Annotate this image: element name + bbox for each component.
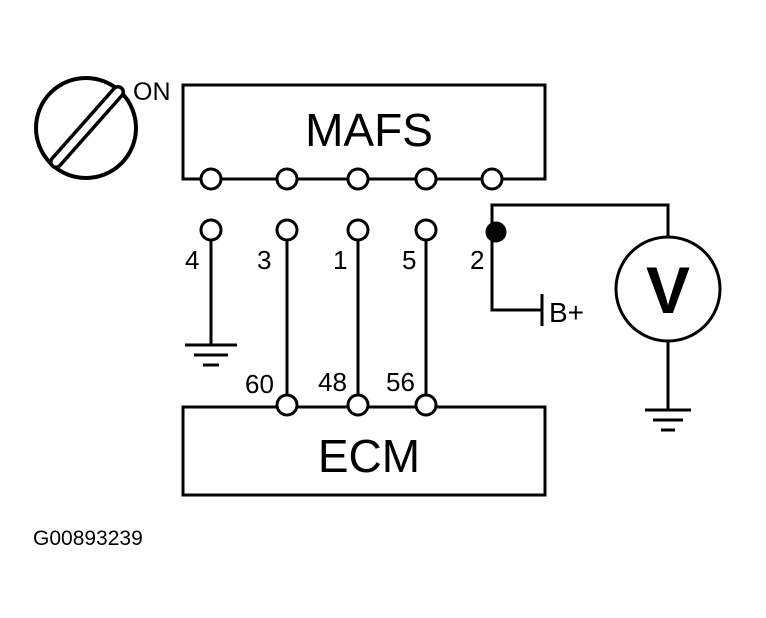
pin-number-5: 5 bbox=[402, 245, 416, 275]
ecm-pin-number-48: 48 bbox=[318, 367, 347, 397]
pin-number-2: 2 bbox=[470, 245, 484, 275]
battery-label: B+ bbox=[549, 297, 584, 328]
ecm-connector-pin-48 bbox=[346, 393, 370, 417]
harness-terminal-1 bbox=[346, 218, 370, 242]
harness-terminal-2-probe bbox=[485, 221, 507, 243]
pin-number-4: 4 bbox=[185, 245, 199, 275]
switch-on-label: ON bbox=[133, 78, 171, 106]
mafs-connector-pin bbox=[275, 167, 299, 191]
mafs-connector-pin bbox=[480, 167, 504, 191]
ecm-module: ECM bbox=[181, 393, 547, 497]
mafs-module: MAFS bbox=[181, 83, 547, 191]
harness-terminals bbox=[199, 203, 670, 399]
ecm-connector-pin-60 bbox=[275, 393, 299, 417]
ecm-label: ECM bbox=[318, 430, 420, 482]
mafs-pin-numbers: 4 3 1 5 2 bbox=[185, 245, 484, 275]
figure-code: G00893239 bbox=[33, 527, 143, 550]
ground-symbol-meter bbox=[645, 408, 691, 432]
mafs-connector-pin bbox=[414, 167, 438, 191]
mafs-box bbox=[181, 83, 547, 181]
pin-number-1: 1 bbox=[333, 245, 347, 275]
harness-terminal-4 bbox=[199, 218, 223, 242]
ecm-pin-number-56: 56 bbox=[386, 367, 415, 397]
mafs-connector-pin bbox=[346, 167, 370, 191]
ignition-switch: ON bbox=[34, 76, 171, 180]
pin-number-3: 3 bbox=[257, 245, 271, 275]
ecm-box bbox=[181, 405, 547, 497]
harness-terminal-5 bbox=[414, 218, 438, 242]
voltmeter: V bbox=[614, 235, 722, 412]
voltmeter-label: V bbox=[646, 253, 690, 327]
ecm-pin-numbers: 60 48 56 bbox=[245, 367, 415, 399]
mafs-label: MAFS bbox=[305, 104, 433, 156]
ecm-pin-number-60: 60 bbox=[245, 369, 274, 399]
ground-symbol-mafs bbox=[185, 343, 237, 367]
ecm-connector-pin-56 bbox=[414, 393, 438, 417]
harness-terminal-3 bbox=[275, 218, 299, 242]
mafs-connector-pin bbox=[199, 167, 223, 191]
